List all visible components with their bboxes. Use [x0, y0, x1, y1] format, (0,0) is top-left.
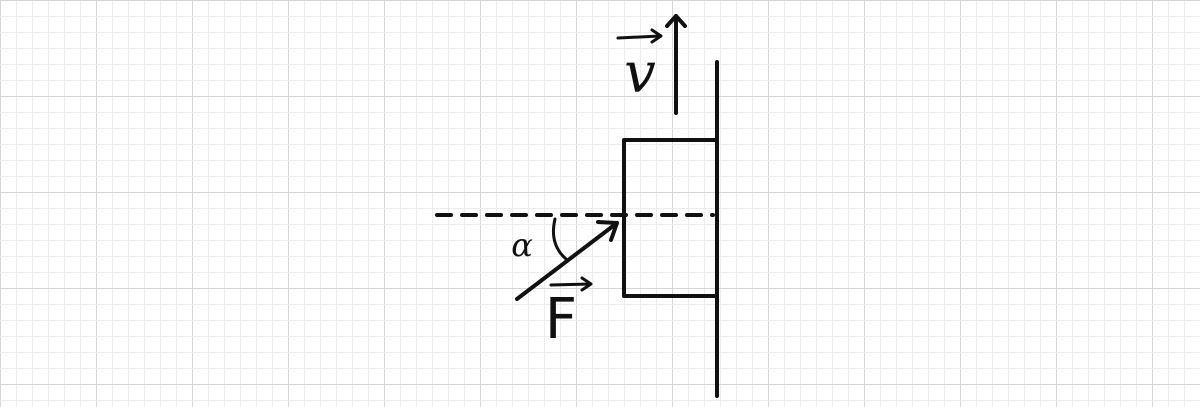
- angle-arc: [551, 217, 568, 261]
- angle-label: α: [511, 226, 533, 264]
- velocity-hat-line: [616, 34, 662, 40]
- force-hat-line: [549, 282, 592, 287]
- block: [622, 138, 719, 298]
- velocity-arrow: [665, 14, 687, 115]
- force-label-vector-hat: [549, 276, 593, 292]
- force-arrow-head: [596, 220, 619, 242]
- force-label: F: [545, 287, 577, 352]
- force-arrow: [515, 220, 619, 301]
- velocity-label: v: [624, 41, 656, 106]
- velocity-label-vector-hat: [616, 28, 663, 44]
- velocity-arrow-head: [665, 14, 687, 28]
- force-hat-head: [580, 276, 593, 292]
- force-arrow-shaft: [515, 221, 619, 301]
- velocity-hat-head: [650, 28, 663, 44]
